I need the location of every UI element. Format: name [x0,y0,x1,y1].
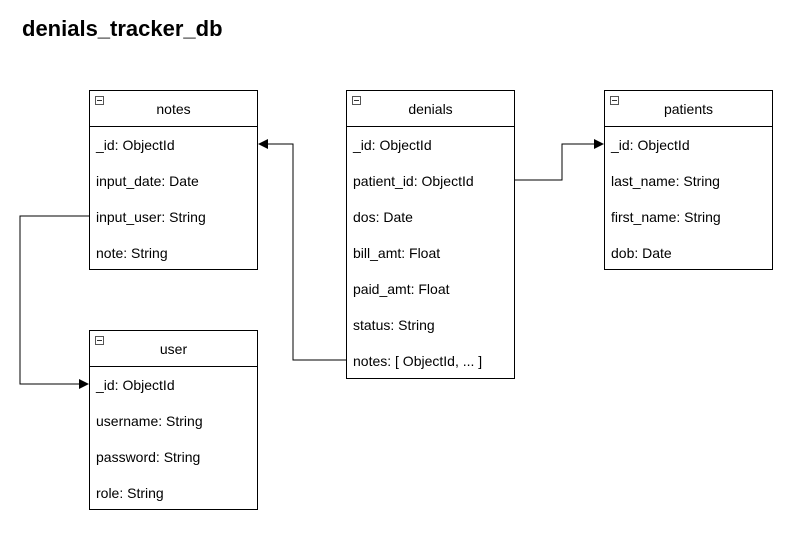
field-input-user[interactable]: input_user: String [96,209,206,225]
connector-notes-to-notes-id[interactable] [258,139,346,361]
field-bill-amt[interactable]: bill_amt: Float [353,245,441,261]
field-role[interactable]: role: String [96,485,164,501]
connector-input-user-to-user-id[interactable] [19,215,89,389]
field-status[interactable]: status: String [353,317,435,333]
entity-denials[interactable]: denials _id: ObjectId patient_id: Object… [346,90,515,379]
field-list: _id: ObjectId last_name: String first_na… [605,127,772,271]
field-note[interactable]: note: String [96,245,168,261]
field-id[interactable]: _id: ObjectId [96,377,175,393]
collapse-icon[interactable] [610,96,619,105]
field-last-name[interactable]: last_name: String [611,173,720,189]
entity-name: patients [663,100,714,117]
field-username[interactable]: username: String [96,413,203,429]
connector-patient-id-to-patients[interactable] [515,139,604,181]
field-password[interactable]: password: String [96,449,201,465]
field-dos[interactable]: dos: Date [353,209,413,225]
entity-header[interactable]: denials [347,91,514,127]
field-patient-id[interactable]: patient_id: ObjectId [353,173,474,189]
diagram-title: denials_tracker_db [22,16,223,41]
field-list: _id: ObjectId username: String password:… [90,367,257,511]
entity-notes[interactable]: notes _id: ObjectId input_date: Date inp… [89,90,258,270]
entity-user[interactable]: user _id: ObjectId username: String pass… [89,330,258,510]
field-input-date[interactable]: input_date: Date [96,173,199,189]
entity-name: user [159,340,188,357]
collapse-icon[interactable] [95,336,104,345]
collapse-icon[interactable] [95,96,104,105]
field-id[interactable]: _id: ObjectId [96,137,175,153]
entity-header[interactable]: user [90,331,257,367]
field-first-name[interactable]: first_name: String [611,209,721,225]
field-notes[interactable]: notes: [ ObjectId, ... ] [353,353,483,369]
field-list: _id: ObjectId input_date: Date input_use… [90,127,257,271]
entity-patients[interactable]: patients _id: ObjectId last_name: String… [604,90,773,270]
entity-header[interactable]: patients [605,91,772,127]
field-id[interactable]: _id: ObjectId [611,137,690,153]
field-dob[interactable]: dob: Date [611,245,672,261]
entity-header[interactable]: notes [90,91,257,127]
entity-name: denials [408,100,453,117]
field-list: _id: ObjectId patient_id: ObjectId dos: … [347,127,514,379]
collapse-icon[interactable] [352,96,361,105]
entity-name: notes [156,100,191,117]
field-id[interactable]: _id: ObjectId [353,137,432,153]
field-paid-amt[interactable]: paid_amt: Float [353,281,450,297]
